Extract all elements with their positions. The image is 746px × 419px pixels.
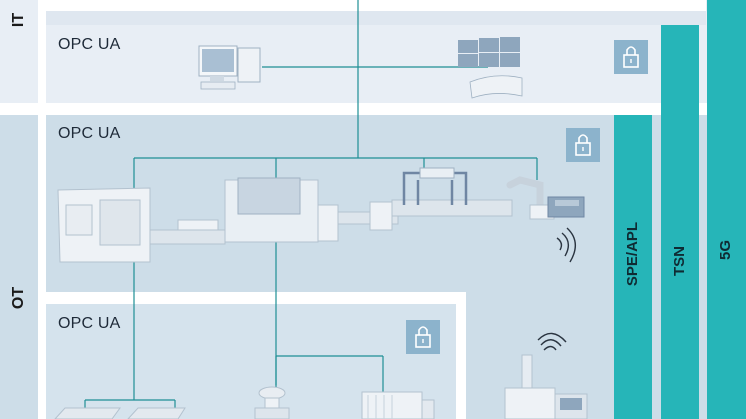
top-strip xyxy=(46,11,706,25)
ot-protocol-label: OPC UA xyxy=(58,125,121,142)
control-room-monitors-icon xyxy=(458,37,523,99)
sensor-unit-icon xyxy=(254,386,290,419)
field-right-divider xyxy=(456,292,466,419)
field-robot-icon xyxy=(504,354,588,419)
field-top-divider xyxy=(38,292,466,304)
production-line-icon xyxy=(57,167,513,263)
ot-left-divider xyxy=(38,115,46,419)
ot-lock-icon xyxy=(566,128,600,162)
it-left-divider xyxy=(38,0,46,103)
tsn-bar xyxy=(661,25,699,419)
motor-icon xyxy=(361,391,435,419)
it-protocol-label: OPC UA xyxy=(58,36,121,53)
network-lines xyxy=(84,0,538,412)
zone-divider xyxy=(0,103,746,115)
it-panel xyxy=(46,25,666,103)
field-wireless-signal-icon xyxy=(537,332,567,351)
field-lock-icon xyxy=(406,320,440,354)
top-divider xyxy=(46,0,706,11)
robot-arm-icon xyxy=(506,176,585,220)
pipe-sensor-icon xyxy=(54,407,186,419)
wireless-signal-icon xyxy=(556,227,576,263)
field-protocol-label: OPC UA xyxy=(58,315,121,332)
desktop-computer-icon xyxy=(198,45,261,90)
it-lock-icon xyxy=(614,40,648,74)
5g-bar xyxy=(707,0,746,419)
spe-apl-bar xyxy=(614,115,652,419)
